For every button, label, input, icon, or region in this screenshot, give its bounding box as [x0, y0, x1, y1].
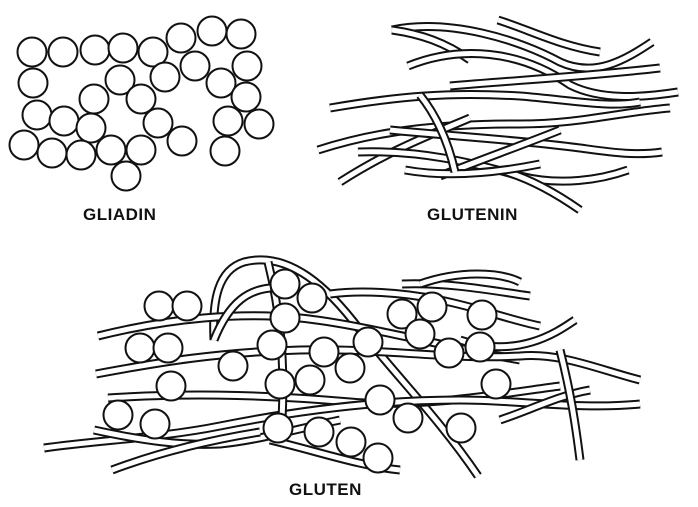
gluten-globule	[157, 372, 186, 401]
gluten-label: GLUTEN	[289, 480, 362, 500]
gluten-globule	[468, 301, 497, 330]
gliadin-globule	[233, 52, 262, 81]
gluten-globule	[406, 320, 435, 349]
gluten-globule	[435, 339, 464, 368]
gliadin-globule	[18, 38, 47, 67]
gluten-globule	[394, 404, 423, 433]
gluten-globule	[337, 428, 366, 457]
gluten-globule	[154, 334, 183, 363]
gluten-globule	[271, 270, 300, 299]
gliadin-globule	[144, 109, 173, 138]
gluten-globule	[141, 410, 170, 439]
gluten-globule	[418, 293, 447, 322]
gluten-globule	[447, 414, 476, 443]
gluten-globule	[364, 444, 393, 473]
gluten-globule	[219, 352, 248, 381]
gliadin-globule	[97, 136, 126, 165]
gluten-globule	[266, 370, 295, 399]
gliadin-globule	[198, 17, 227, 46]
gliadin-globule	[10, 131, 39, 160]
gliadin-globule	[214, 107, 243, 136]
gluten-globule	[298, 284, 327, 313]
gluten-globule	[271, 304, 300, 333]
gluten-globule	[145, 292, 174, 321]
gluten-globule	[173, 292, 202, 321]
gliadin-globule	[167, 24, 196, 53]
gluten-network	[44, 260, 640, 476]
gluten-globule	[310, 338, 339, 367]
gluten-globule	[354, 328, 383, 357]
gliadin-globule	[109, 34, 138, 63]
gliadin-globule	[211, 137, 240, 166]
gliadin-globule	[19, 69, 48, 98]
gluten-globule	[366, 386, 395, 415]
gliadin-cluster	[10, 17, 274, 191]
gliadin-label: GLIADIN	[83, 205, 156, 225]
gliadin-globule	[112, 162, 141, 191]
gluten-globule	[336, 354, 365, 383]
gluten-globule	[296, 366, 325, 395]
glutenin-label: GLUTENIN	[427, 205, 518, 225]
gluten-strand	[420, 274, 520, 284]
gliadin-globule	[38, 139, 67, 168]
gliadin-globule	[168, 127, 197, 156]
gliadin-globule	[67, 141, 96, 170]
gluten-globule	[305, 418, 334, 447]
gliadin-globule	[23, 101, 52, 130]
glutenin-strand	[318, 108, 670, 150]
gliadin-globule	[181, 52, 210, 81]
gliadin-globule	[50, 107, 79, 136]
gluten-globule	[104, 401, 133, 430]
glutenin-strands	[318, 20, 678, 210]
gliadin-globule	[127, 136, 156, 165]
gluten-globule	[264, 414, 293, 443]
gluten-globule	[258, 331, 287, 360]
gliadin-globule	[232, 83, 261, 112]
gluten-globule	[482, 370, 511, 399]
gluten-globule	[126, 334, 155, 363]
gliadin-globule	[227, 20, 256, 49]
gliadin-globule	[151, 63, 180, 92]
gluten-globule	[466, 333, 495, 362]
glutenin-strand	[498, 20, 600, 52]
gliadin-globule	[49, 38, 78, 67]
gliadin-globule	[80, 85, 109, 114]
gliadin-globule	[81, 36, 110, 65]
gliadin-globule	[245, 110, 274, 139]
